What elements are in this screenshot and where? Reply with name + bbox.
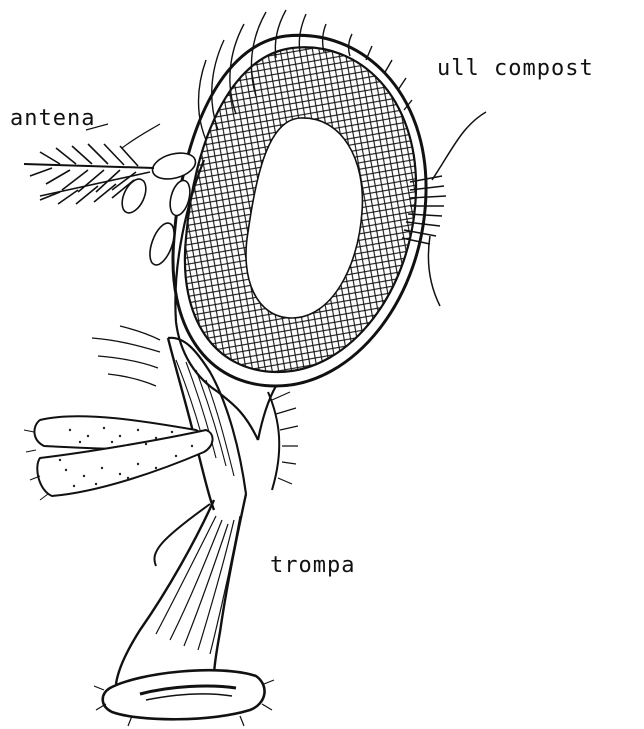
label-antenna: antena [10, 106, 95, 131]
antenna [24, 124, 198, 268]
label-compound-eye: ull compost [437, 56, 594, 81]
compound-eye [170, 35, 430, 386]
maxillary-palps [24, 416, 213, 500]
rostrum-bristles [268, 392, 298, 490]
rostrum [168, 338, 246, 510]
label-proboscis: trompa [270, 553, 355, 578]
proboscis [116, 494, 246, 684]
neck-bristles [92, 326, 160, 386]
labellum [94, 670, 274, 726]
